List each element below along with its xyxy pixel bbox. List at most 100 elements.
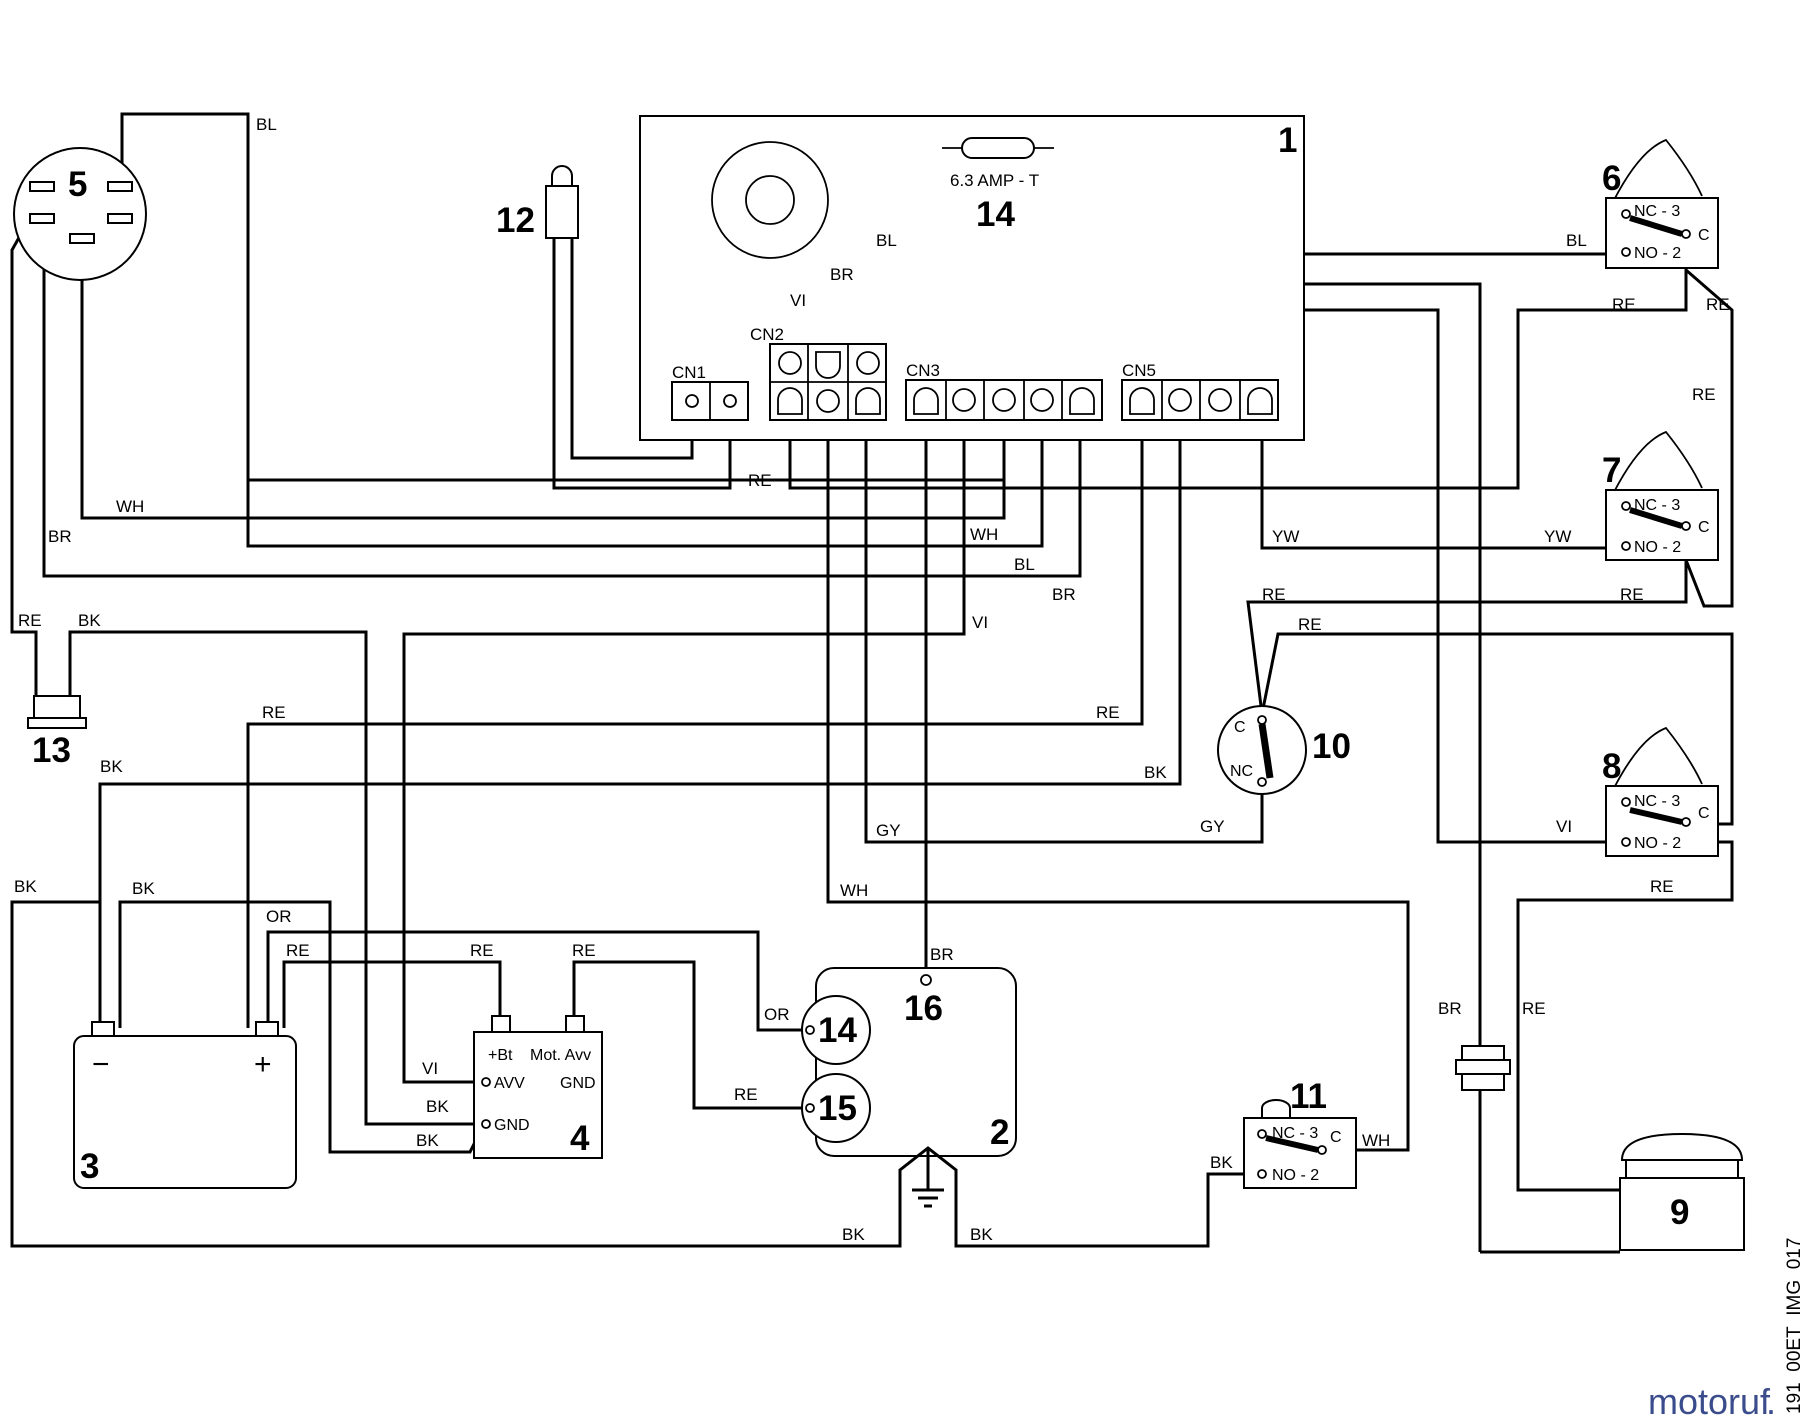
connector-13: 13 [27, 695, 87, 770]
switch-6: NC - 3 NO - 2 C 6 [1602, 138, 1719, 269]
label-9: 9 [1670, 1193, 1689, 1232]
cn2-label: CN2 [750, 325, 784, 344]
wire-yw-cn5 [1260, 398, 1620, 550]
label-16: 16 [904, 989, 943, 1028]
label-12: 12 [496, 201, 535, 240]
svg-text:AVV: AVV [494, 1075, 525, 1092]
svg-text:BK: BK [1144, 763, 1167, 782]
svg-text:RE: RE [1620, 585, 1644, 604]
fuse-icon [961, 137, 1035, 159]
relay-module-4: +Bt Mot. Avv AVV GND GND 4 [473, 1015, 603, 1159]
svg-text:RE: RE [1650, 877, 1674, 896]
label-14b: 14 [818, 1011, 857, 1050]
svg-text:WH: WH [840, 881, 868, 900]
wire-re-mot [572, 960, 810, 1110]
svg-text:BK: BK [78, 611, 101, 630]
wire-re-right [1684, 268, 1734, 608]
svg-text:RE: RE [1692, 385, 1716, 404]
svg-text:RE: RE [286, 941, 310, 960]
svg-text:BR: BR [1438, 999, 1462, 1018]
svg-text:RE: RE [1096, 703, 1120, 722]
watermark-suffix: . [1766, 1381, 1776, 1420]
wire-bk-13 [68, 630, 484, 1126]
svg-text:C: C [1234, 719, 1246, 736]
svg-text:WH: WH [116, 497, 144, 516]
wire-or-bat [266, 930, 810, 1032]
svg-text:NO - 2: NO - 2 [1634, 245, 1681, 262]
svg-text:NC - 3: NC - 3 [1272, 1125, 1318, 1142]
svg-text:VI: VI [790, 291, 806, 310]
image-code: 191_00ET_IMG_017 [1784, 1238, 1800, 1414]
wire-wh-cn2 [826, 380, 1410, 1152]
label-4: 4 [570, 1119, 590, 1158]
battery: − + 3 [73, 1021, 297, 1189]
wire-bk-11 [954, 1172, 1262, 1248]
svg-text:C: C [1330, 1129, 1342, 1146]
svg-text:NC - 3: NC - 3 [1634, 497, 1680, 514]
svg-text:OR: OR [266, 907, 292, 926]
switch-10: C NC 10 [1217, 705, 1351, 795]
switch-10-body [1217, 705, 1307, 795]
svg-text:GND: GND [560, 1075, 596, 1092]
svg-text:OR: OR [764, 1005, 790, 1024]
svg-text:BK: BK [842, 1225, 865, 1244]
label-11: 11 [1290, 1077, 1327, 1116]
wire-bk-bat2 [118, 900, 486, 1154]
svg-text:WH: WH [1362, 1131, 1390, 1150]
svg-text:BL: BL [256, 115, 277, 134]
buzzer-inner [745, 175, 795, 225]
svg-text:BL: BL [876, 231, 897, 250]
svg-text:YW: YW [1272, 527, 1299, 546]
svg-text:BK: BK [970, 1225, 993, 1244]
svg-text:BK: BK [132, 879, 155, 898]
wire-cn1-b [552, 238, 732, 490]
svg-text:RE: RE [1522, 999, 1546, 1018]
switch-11: NC - 3 NO - 2 C 11 [1243, 1077, 1357, 1189]
svg-text:BL: BL [1566, 231, 1587, 250]
battery-body [73, 1035, 297, 1189]
wire-bl-top [120, 112, 1044, 548]
svg-text:WH: WH [970, 525, 998, 544]
svg-text:RE: RE [18, 611, 42, 630]
label-13: 13 [32, 731, 71, 770]
label-1: 1 [1278, 121, 1297, 160]
cn1-label: CN1 [672, 363, 706, 382]
buzzer-outer [711, 141, 829, 259]
fuse-rating: 6.3 AMP - T [950, 171, 1039, 190]
svg-text:VI: VI [1556, 817, 1572, 836]
switch-8: NC - 3 NO - 2 C 8 [1602, 726, 1719, 857]
svg-text:VI: VI [972, 613, 988, 632]
svg-text:RE: RE [734, 1085, 758, 1104]
svg-text:RE: RE [748, 471, 772, 490]
svg-text:RE: RE [1298, 615, 1322, 634]
svg-text:C: C [1698, 227, 1710, 244]
svg-text:BR: BR [930, 945, 954, 964]
svg-text:RE: RE [262, 703, 286, 722]
svg-text:NC: NC [1230, 763, 1253, 780]
label-10: 10 [1312, 727, 1351, 766]
svg-text:NO - 2: NO - 2 [1634, 539, 1681, 556]
label-6: 6 [1602, 159, 1621, 198]
switch-7: NC - 3 NO - 2 C 7 [1602, 430, 1719, 561]
svg-text:BR: BR [830, 265, 854, 284]
svg-text:BK: BK [1210, 1153, 1233, 1172]
svg-text:VI: VI [422, 1059, 438, 1078]
svg-text:RE: RE [572, 941, 596, 960]
svg-text:BR: BR [1052, 585, 1076, 604]
wire-re-9 [1516, 840, 1734, 1192]
wire-re-cn5 [246, 398, 1144, 1028]
wire-gy [864, 380, 1264, 844]
svg-text:BK: BK [426, 1097, 449, 1116]
svg-text:NO - 2: NO - 2 [1634, 835, 1681, 852]
component-9-body [1619, 1177, 1745, 1251]
cn3-label: CN3 [906, 361, 940, 380]
svg-text:RE: RE [1262, 585, 1286, 604]
svg-text:NC - 3: NC - 3 [1634, 203, 1680, 220]
ignition-switch: 5 [13, 147, 147, 281]
label-7: 7 [1602, 451, 1621, 490]
svg-text:GND: GND [494, 1117, 530, 1134]
svg-text:C: C [1698, 805, 1710, 822]
wire-labels: BL WH BR RE BK RE WH BL BR VI BL BR VI B… [14, 115, 1730, 1244]
starter-motor: 14 15 16 2 [801, 967, 1017, 1246]
watermark-brand: motoruf [1648, 1381, 1771, 1420]
